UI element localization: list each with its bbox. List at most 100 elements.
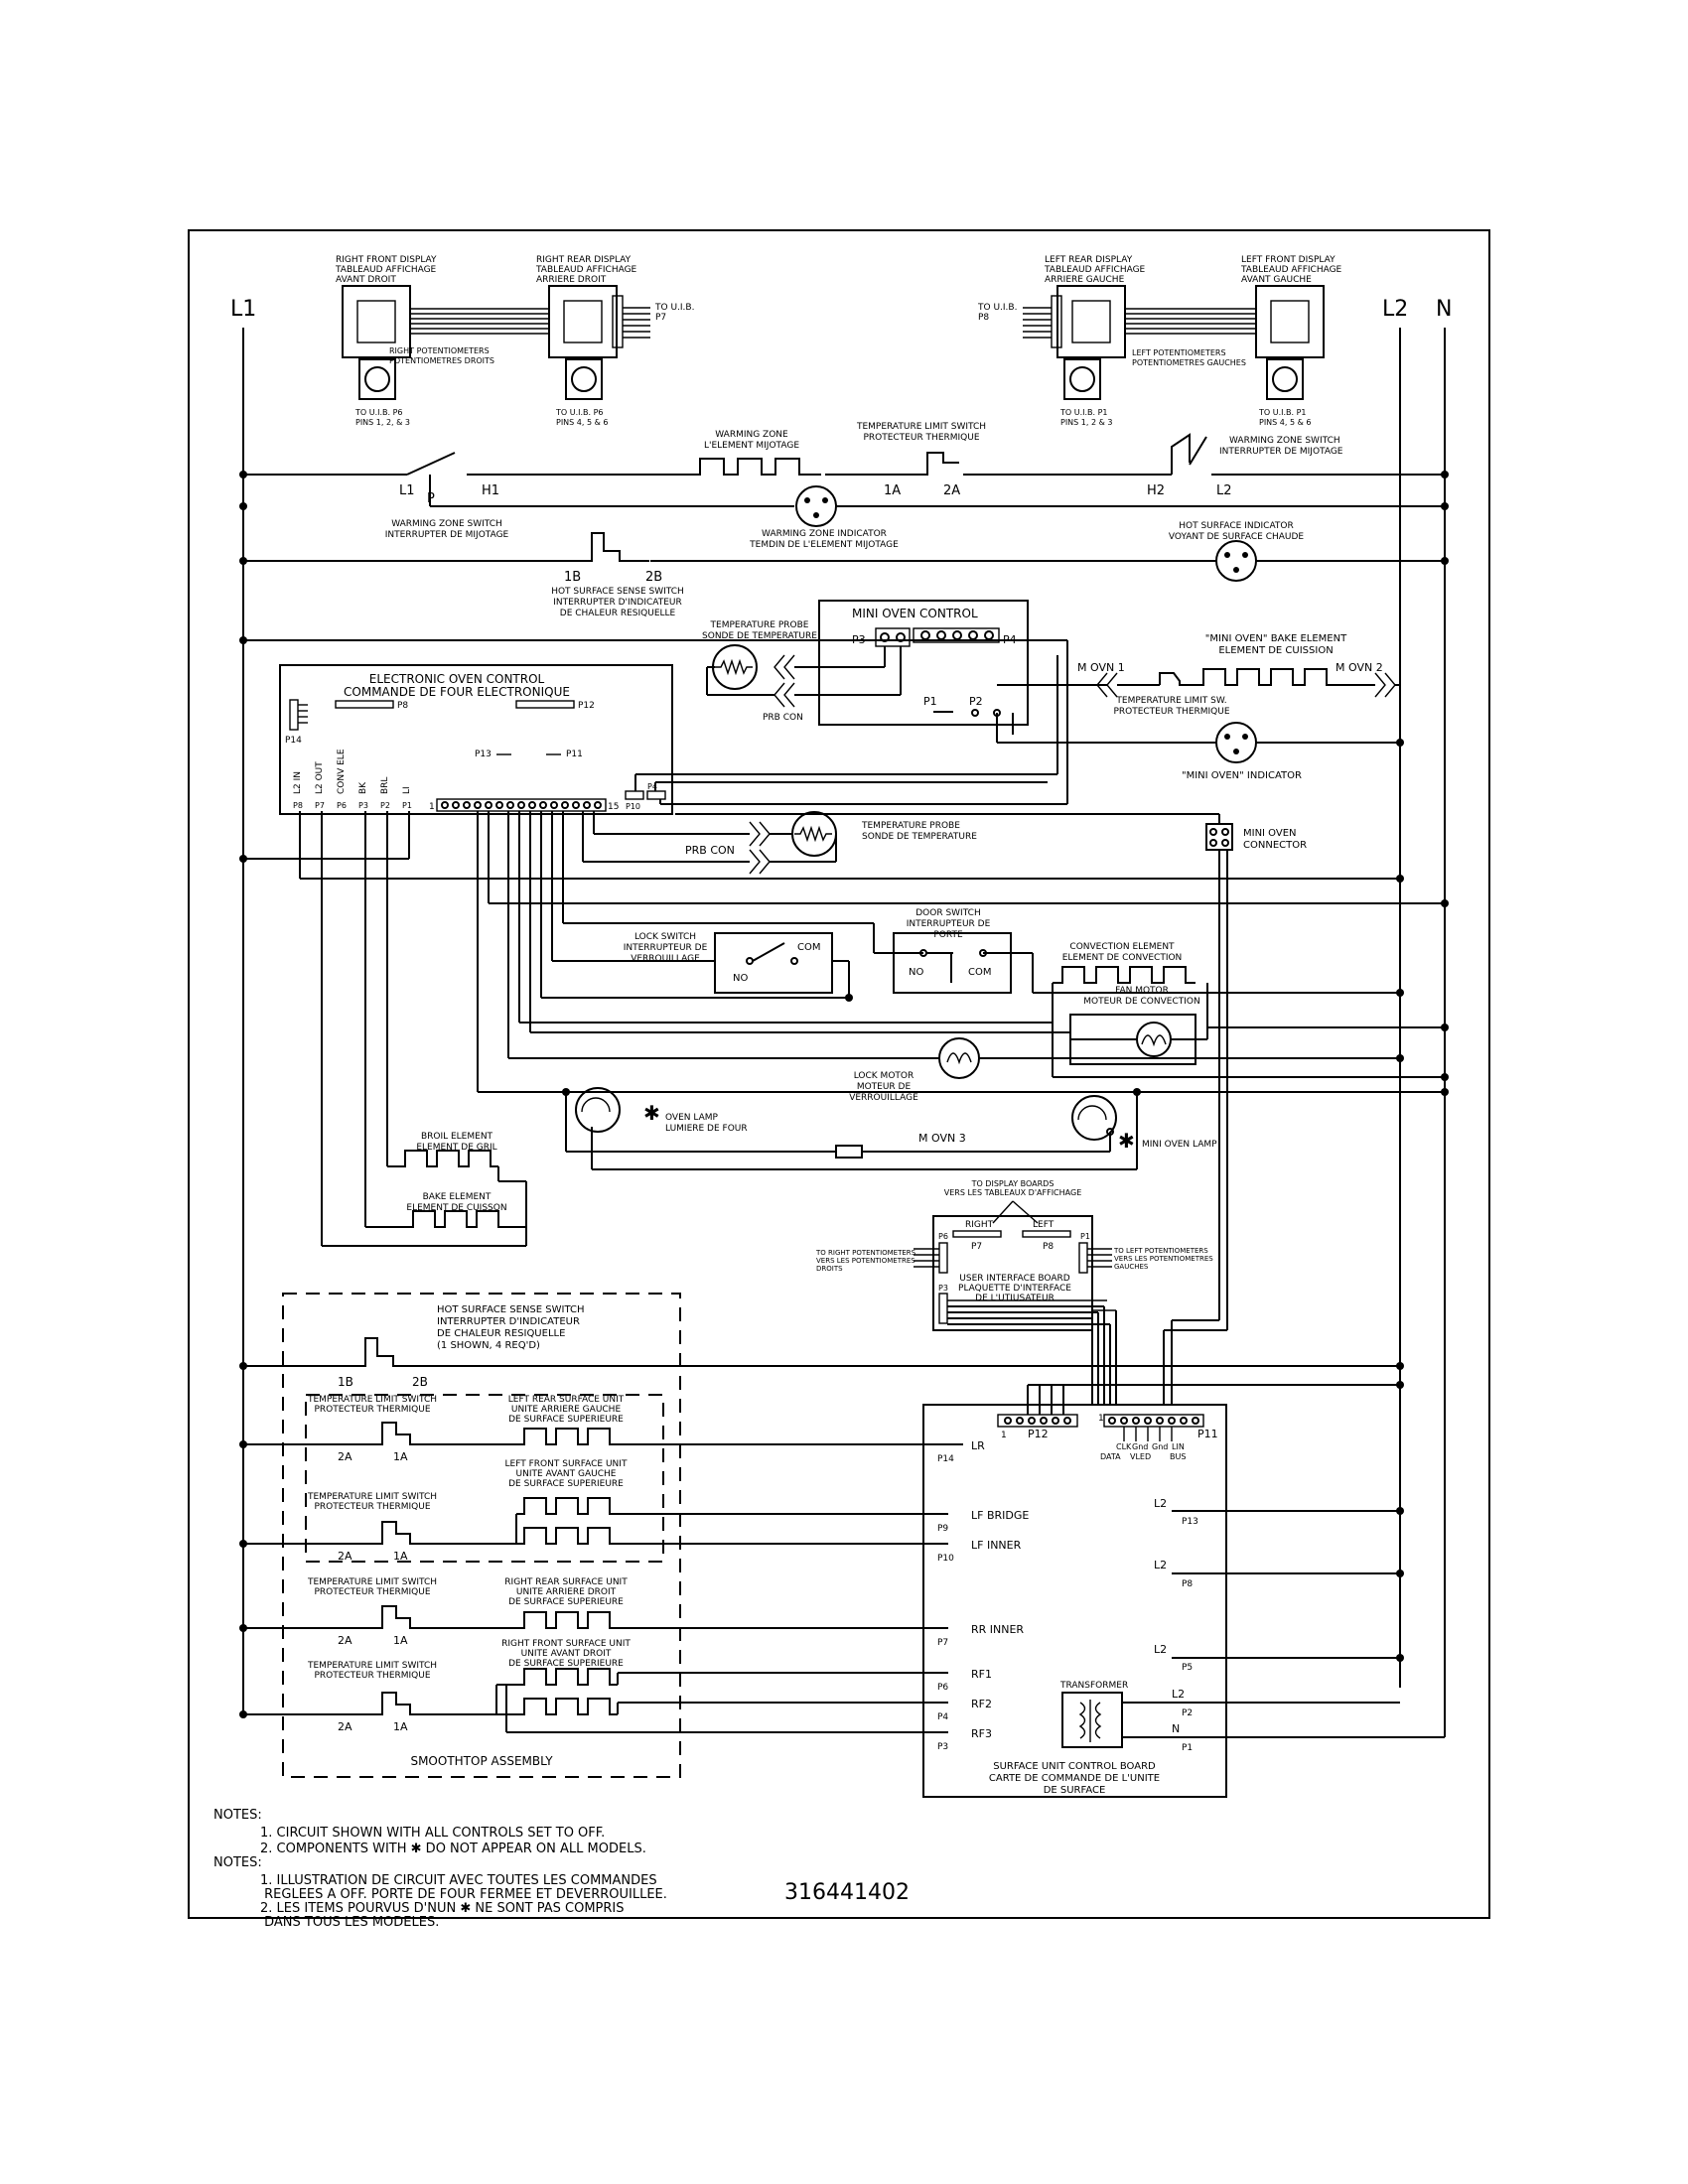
warming-zone-indicator-lamp [795, 485, 837, 527]
svg-text:NOTES:: NOTES: [213, 1808, 262, 1823]
svg-text:L2: L2 [1172, 1688, 1185, 1701]
lock-switch [714, 932, 833, 994]
svg-text:BRL: BRL [380, 777, 390, 794]
svg-text:MINI OVEN CONTROL: MINI OVEN CONTROL [852, 607, 978, 620]
svg-text:PRB CON: PRB CON [685, 844, 735, 857]
svg-text:P5: P5 [1182, 1663, 1193, 1673]
mini-oven-control: MINI OVEN CONTROL P3 P4 P1 P2 TEMPERATUR… [239, 600, 1404, 804]
svg-text:NO: NO [733, 973, 748, 984]
uib-board [932, 1215, 1093, 1331]
rail-n-label: N [1436, 297, 1452, 322]
smoothtop-outline [282, 1293, 681, 1778]
svg-text:P13: P13 [475, 750, 492, 759]
svg-text:P6: P6 [937, 1683, 948, 1693]
svg-text:TEMPERATURE LIMIT SW.PROTECTEU: TEMPERATURE LIMIT SW.PROTECTEUR THERMIQU… [1113, 696, 1229, 717]
svg-text:2A: 2A [338, 1720, 352, 1733]
svg-text:P12: P12 [578, 701, 595, 711]
svg-text:P7: P7 [937, 1638, 948, 1648]
svg-text:L2 IN: L2 IN [293, 771, 303, 794]
svg-text:LF INNER: LF INNER [971, 1539, 1022, 1552]
eoc-board [279, 664, 673, 815]
mini-oven-control-board [818, 600, 1029, 726]
svg-text:P1: P1 [1182, 1743, 1193, 1753]
svg-text:P10: P10 [937, 1554, 954, 1564]
eoc-connector-pins [441, 801, 602, 809]
oven-lamp [575, 1087, 621, 1133]
svg-text:P8: P8 [1182, 1579, 1193, 1589]
mini-oven-connector [1205, 823, 1233, 851]
svg-text:P9: P9 [937, 1524, 948, 1534]
svg-text:MINI OVEN LAMP: MINI OVEN LAMP [1142, 1140, 1217, 1150]
svg-text:N: N [1172, 1722, 1180, 1735]
svg-text:RF2: RF2 [971, 1698, 992, 1710]
svg-text:2B: 2B [412, 1375, 428, 1389]
svg-text:"MINI OVEN" INDICATOR: "MINI OVEN" INDICATOR [1182, 770, 1302, 781]
svg-text:TO U.I.B.P7: TO U.I.B.P7 [654, 303, 694, 323]
svg-text:P12: P12 [1028, 1428, 1049, 1440]
svg-text:P4: P4 [937, 1712, 948, 1722]
svg-text:1. ILLUSTRATION DE CIRCUIT A: 1. ILLUSTRATION DE CIRCUIT AVEC TOUTES L… [260, 1873, 667, 1930]
smoothtop-assembly: SMOOTHTOP ASSEMBLY HOT SURFACE SENSE SWI… [239, 1293, 1404, 1778]
svg-text:2A: 2A [338, 1450, 352, 1463]
svg-text:P11: P11 [1197, 1428, 1218, 1440]
svg-text:P1: P1 [1080, 1232, 1090, 1241]
svg-text:LEFT: LEFT [1033, 1220, 1055, 1230]
svg-text:SMOOTHTOP ASSEMBLY: SMOOTHTOP ASSEMBLY [410, 1754, 553, 1768]
svg-text:LF BRIDGE: LF BRIDGE [971, 1509, 1029, 1522]
svg-text:RF3: RF3 [971, 1727, 992, 1740]
mini-oven-lamp [1071, 1095, 1117, 1141]
svg-text:P14: P14 [937, 1454, 954, 1464]
svg-text:2A: 2A [338, 1634, 352, 1647]
svg-text:2B: 2B [645, 570, 662, 585]
svg-text:PRB CON: PRB CON [763, 713, 803, 723]
sucb-board [922, 1404, 1227, 1798]
svg-text:VLED: VLED [1130, 1452, 1151, 1461]
svg-text:P3: P3 [358, 801, 368, 810]
svg-text:RIGHT: RIGHT [965, 1220, 994, 1230]
svg-text:P3: P3 [938, 1284, 948, 1293]
svg-text:L2: L2 [1216, 483, 1232, 498]
svg-text:1: 1 [429, 802, 435, 812]
svg-text:L2 OUT: L2 OUT [315, 761, 325, 794]
svg-text:Gnd: Gnd [1132, 1442, 1148, 1451]
sucb-left-terminals: LR P14 LF BRIDGE P9 LF INNER P10 RR INNE… [937, 1439, 1029, 1752]
svg-text:P14: P14 [285, 736, 302, 746]
svg-text:M OVN 3: M OVN 3 [918, 1132, 966, 1145]
svg-text:LIN: LIN [1172, 1442, 1185, 1451]
